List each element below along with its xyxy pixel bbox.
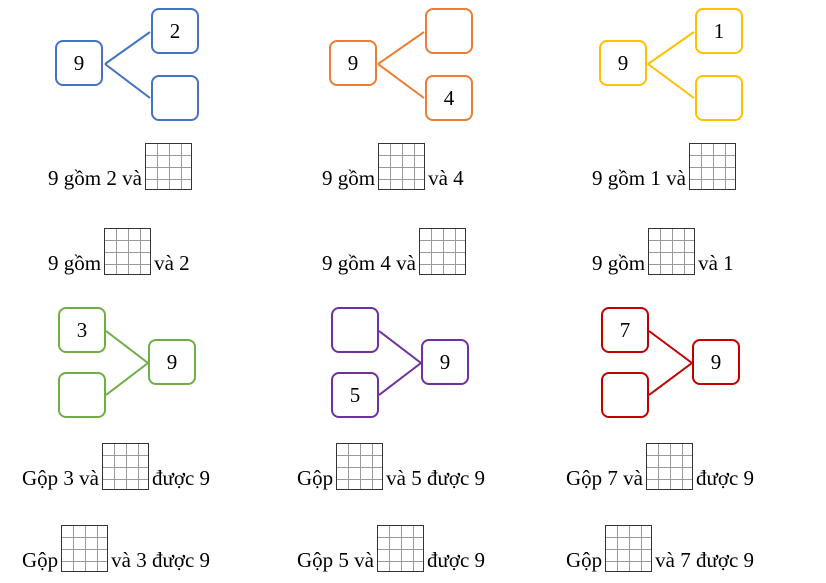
- sentence-text-after: và 4: [428, 166, 464, 190]
- part-box-top: 7: [601, 307, 649, 353]
- sentence-text-before: Gộp 3 và: [22, 466, 99, 490]
- whole-box: 9: [329, 40, 377, 86]
- answer-grid[interactable]: [378, 143, 426, 190]
- sentence-text-after: được 9: [427, 548, 486, 572]
- sentence-text-before: 9 gồm 1 và: [592, 166, 686, 190]
- answer-grid[interactable]: [61, 525, 109, 572]
- sentence-text-before: 9 gồm: [322, 166, 376, 190]
- part-box-bottom-empty[interactable]: [601, 372, 649, 418]
- part-box-bottom-empty[interactable]: [58, 372, 106, 418]
- answer-grid[interactable]: [336, 443, 384, 490]
- sentence-text-after: được 9: [696, 466, 755, 490]
- sentence: Gộp 3 và được 9: [22, 443, 211, 490]
- whole-box: 9: [55, 40, 103, 86]
- sentence: 9 gồm và 4: [322, 143, 464, 190]
- whole-box: 9: [421, 339, 469, 385]
- answer-grid[interactable]: [688, 143, 736, 190]
- sentence: 9 gồm 2 và: [48, 143, 195, 190]
- sentence: 9 gồm 4 và: [322, 228, 469, 275]
- whole-box: 9: [148, 339, 196, 385]
- part-box-bottom: 5: [331, 372, 379, 418]
- part-box-bottom-empty[interactable]: [695, 75, 743, 121]
- sentence-text-before: 9 gồm 2 và: [48, 166, 142, 190]
- part-box-top-empty[interactable]: [425, 8, 473, 54]
- part-box-bottom: 4: [425, 75, 473, 121]
- whole-box: 9: [692, 339, 740, 385]
- sentence: Gộp và 5 được 9: [297, 443, 486, 490]
- answer-grid[interactable]: [605, 525, 653, 572]
- answer-grid[interactable]: [418, 228, 466, 275]
- sentence-text-before: Gộp 5 và: [297, 548, 374, 572]
- sentence: 9 gồm và 2: [48, 228, 190, 275]
- part-box-top: 3: [58, 307, 106, 353]
- part-box-top: 2: [151, 8, 199, 54]
- sentence: Gộp và 3 được 9: [22, 525, 211, 572]
- answer-grid[interactable]: [377, 525, 424, 572]
- sentence-text-after: và 7 được 9: [655, 548, 755, 572]
- sentence-text-after: và 3 được 9: [111, 548, 211, 572]
- sentence: Gộp 5 và được 9: [297, 525, 486, 572]
- sentence: 9 gồm 1 và: [592, 143, 739, 190]
- sentence-text-after: và 1: [698, 251, 734, 275]
- sentence-text-before: Gộp 7 và: [566, 466, 643, 490]
- sentence-text-after: được 9: [152, 466, 211, 490]
- answer-grid[interactable]: [144, 143, 192, 190]
- part-box-top: 1: [695, 8, 743, 54]
- sentence-text-before: Gộp: [566, 548, 603, 572]
- answer-grid[interactable]: [102, 443, 149, 490]
- sentence: Gộp và 7 được 9: [566, 525, 755, 572]
- whole-box: 9: [599, 40, 647, 86]
- part-box-top-empty[interactable]: [331, 307, 379, 353]
- sentence-text-before: 9 gồm: [592, 251, 646, 275]
- sentence-text-before: 9 gồm: [48, 251, 102, 275]
- answer-grid[interactable]: [646, 443, 693, 490]
- sentence-text-before: Gộp: [297, 466, 334, 490]
- part-box-bottom-empty[interactable]: [151, 75, 199, 121]
- sentence: 9 gồm và 1: [592, 228, 734, 275]
- sentence-text-before: Gộp: [22, 548, 59, 572]
- sentence: Gộp 7 và được 9: [566, 443, 755, 490]
- sentence-text-after: và 2: [154, 251, 190, 275]
- answer-grid[interactable]: [104, 228, 152, 275]
- answer-grid[interactable]: [648, 228, 696, 275]
- sentence-text-after: và 5 được 9: [386, 466, 486, 490]
- sentence-text-before: 9 gồm 4 và: [322, 251, 416, 275]
